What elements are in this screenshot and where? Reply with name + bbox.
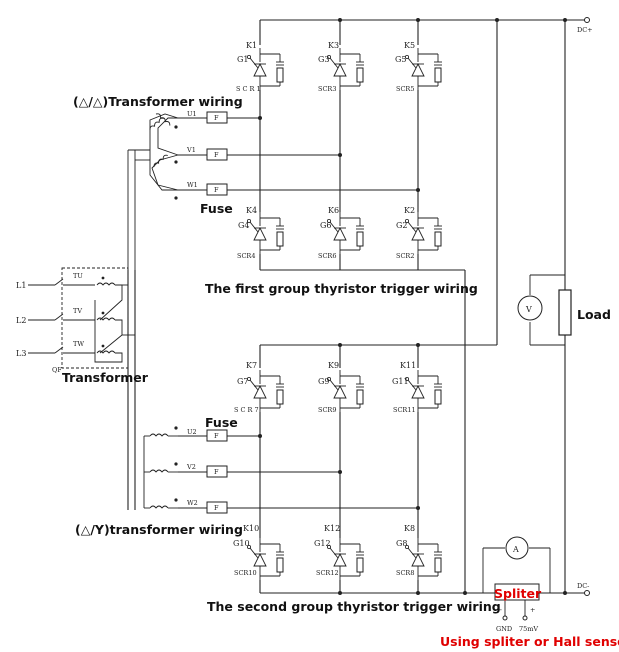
k11-label: K11 [400,361,416,370]
ammeter [505,536,529,560]
scr2-label: SCR2 [396,252,414,260]
scr1-symbol [246,47,285,91]
v1-label: V1 [186,146,196,154]
k3-label: K3 [328,41,339,50]
ammeter-label: A [512,545,519,554]
scr11-label: SCR11 [393,406,416,414]
g12-label: G12 [314,539,331,548]
scr9-label: SCR9 [318,406,336,414]
g5-label: G5 [395,55,406,64]
scr10-label: SCR10 [234,569,257,577]
fuse-bottom-heading: Fuse [205,415,238,430]
sensor-note: Using spliter or Hall sensor [440,634,619,649]
l1-label: L1 [16,281,26,290]
voltmeter-label: V [525,305,532,314]
dd-secondary-windings [148,112,179,200]
g7-label: G7 [237,377,248,386]
spliter-mv: 75mV [519,625,538,633]
scr12-label: SCR12 [316,569,339,577]
dc-pos-label: DC+ [577,26,593,34]
transformer-heading: Transformer [62,370,149,385]
load-resistor [558,289,572,336]
main-transformer [28,276,135,363]
l3-label: L3 [16,349,26,358]
k1-label: K1 [246,41,257,50]
svg-text:F: F [214,186,219,194]
second-group-heading: The second group thyristor trigger wirin… [207,599,501,614]
k12-label: K12 [324,524,340,533]
g11-label: G11 [392,377,409,386]
fuse-v1 [206,148,228,161]
k9-label: K9 [328,361,339,370]
svg-text:F: F [214,468,219,476]
svg-text:F: F [214,504,219,512]
scr4-symbol [246,211,285,255]
g1-label: G1 [237,55,248,64]
spliter-heading: Spliter [494,586,542,601]
g6-label: G6 [320,221,331,230]
scr3-symbol [326,47,365,91]
scr4-label: SCR4 [237,252,255,260]
k10-label: K10 [243,524,259,533]
g3-label: G3 [318,55,329,64]
scr5-symbol [404,47,443,91]
g8-label: G8 [396,539,407,548]
k8-label: K8 [404,524,415,533]
transformer-frame [61,267,129,369]
tu-label: TU [73,272,83,280]
tw-label: TW [73,340,84,348]
fuse-u1 [206,111,228,124]
dd-transformer-heading: (△/△)Transformer wiring [73,94,243,109]
scr7-label: S C R 7 [234,406,259,414]
scr5-label: SCR5 [396,85,414,93]
w1-label: W1 [187,181,198,189]
scr2-symbol [404,211,443,255]
fuse-u2 [206,429,228,442]
fuse-v2 [206,465,228,478]
dy-secondary-windings [143,426,178,509]
fuse-top-heading: Fuse [200,201,233,216]
svg-text:F: F [214,151,219,159]
voltmeter [517,295,543,321]
scr8-label: SCR8 [396,569,414,577]
u2-label: U2 [187,428,197,436]
k6-label: K6 [328,206,339,215]
k4-label: K4 [246,206,257,215]
g10-label: G10 [233,539,250,548]
load-heading: Load [577,307,611,322]
tv-label: TV [73,307,82,315]
u1-label: U1 [187,110,197,118]
dy-transformer-heading: (△/Y)transformer wiring [75,522,243,537]
fuse-w1 [206,183,228,196]
v2-label: V2 [186,463,196,471]
scr6-label: SCR6 [318,252,336,260]
scr1-label: S C R 1 [236,85,261,93]
dc-neg-label: DC- [577,582,589,590]
l2-label: L2 [16,316,26,325]
scr6-symbol [326,211,365,255]
k5-label: K5 [404,41,415,50]
spliter-minus: − [497,606,502,614]
g2-label: G2 [396,221,407,230]
svg-text:F: F [214,432,219,440]
spliter-box [494,583,540,601]
svg-text:F: F [214,114,219,122]
k2-label: K2 [404,206,415,215]
fuse-w2 [206,501,228,514]
k7-label: K7 [246,361,257,370]
spliter-gnd: GND [496,625,512,633]
scr3-label: SCR3 [318,85,336,93]
w2-label: W2 [187,499,198,507]
g4-label: G4 [238,221,249,230]
qf-label: QF [52,366,62,374]
g9-label: G9 [318,377,329,386]
spliter-plus: + [530,606,535,614]
first-group-heading: The first group thyristor trigger wiring [205,281,478,296]
